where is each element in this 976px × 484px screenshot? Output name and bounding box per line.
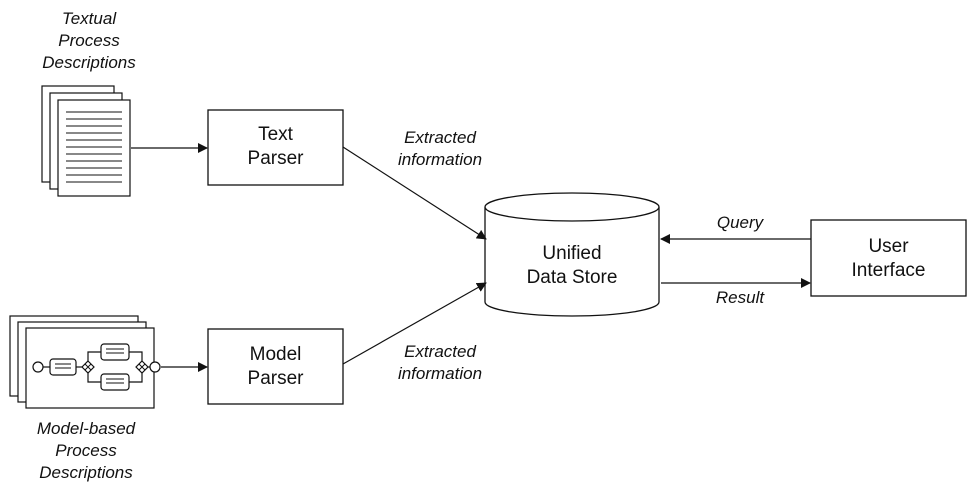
label-line: Parser xyxy=(247,148,304,169)
label-line: information xyxy=(397,364,483,383)
extracted-information-bottom-label: Extracted information xyxy=(380,341,500,385)
process-model-documents-icon xyxy=(9,315,161,409)
label-line: Interface xyxy=(851,260,926,281)
label-line: Textual xyxy=(61,9,117,28)
query-label: Query xyxy=(716,213,764,232)
label-line: Text xyxy=(258,124,293,145)
model-descriptions-label: Model-based Process Descriptions xyxy=(26,418,146,484)
user-interface-box xyxy=(810,219,967,297)
label-line: Descriptions xyxy=(39,463,133,482)
textual-descriptions-label: Textual Process Descriptions xyxy=(34,8,144,74)
data-store-cylinder xyxy=(484,192,660,317)
label-line: Model xyxy=(249,344,302,365)
data-store-label: Unified Data Store xyxy=(485,242,659,290)
model-parser-box xyxy=(207,328,344,405)
label-line: Process xyxy=(58,31,120,50)
textual-documents-icon xyxy=(41,85,131,197)
label-line: information xyxy=(397,150,483,169)
label-line: Model-based xyxy=(36,419,136,438)
result-label: Result xyxy=(715,288,765,307)
label-line: Extracted xyxy=(404,342,476,361)
model-parser-label: Model Parser xyxy=(208,343,343,391)
extracted-information-top-label: Extracted information xyxy=(380,127,500,171)
user-interface-label: User Interface xyxy=(811,235,966,283)
label-line: Parser xyxy=(247,368,304,389)
label-line: Data Store xyxy=(526,267,618,288)
label-line: Process xyxy=(55,441,117,460)
text-parser-label: Text Parser xyxy=(208,123,343,171)
label-line: Extracted xyxy=(404,128,476,147)
label-line: User xyxy=(868,236,909,257)
label-line: Unified xyxy=(542,243,602,264)
arrow-model-parser-to-store xyxy=(342,282,487,365)
text-parser-box xyxy=(207,109,344,186)
label-line: Descriptions xyxy=(42,53,136,72)
arrow-text-parser-to-store xyxy=(342,146,487,240)
